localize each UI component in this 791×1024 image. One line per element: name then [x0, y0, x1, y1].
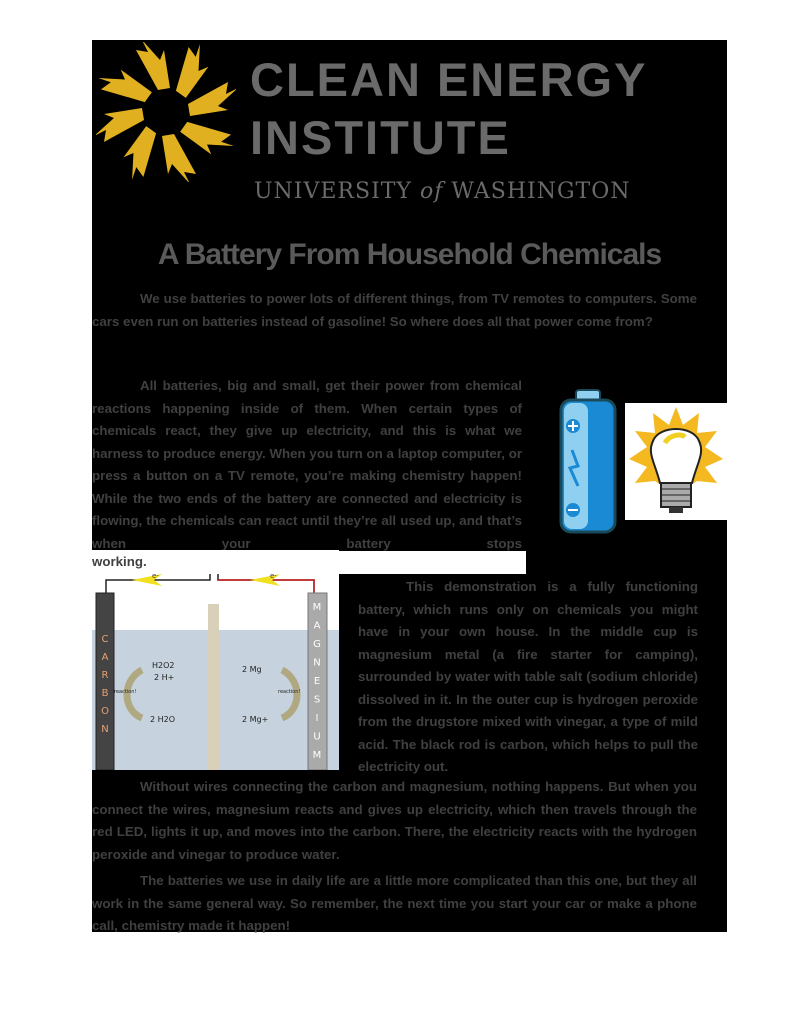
page-title: A Battery From Household Chemicals [157, 238, 662, 271]
magnesium-letter: I [316, 713, 319, 724]
carbon-letter: B [102, 688, 109, 699]
carbon-letter: C [102, 634, 109, 645]
university-word: UNIVERSITY [254, 179, 412, 204]
clean-energy-sunburst-logo [96, 42, 236, 182]
label-h2o2: H2O2 [152, 661, 175, 670]
paragraph-how-batteries-work: All batteries, big and small, get their … [92, 378, 522, 551]
label-reaction-right: reaction! [278, 689, 300, 695]
paragraph-intro: We use batteries to power lots of differ… [92, 291, 697, 329]
paragraph-conclusion: The batteries we use in daily life are a… [92, 873, 697, 933]
carbon-letter: O [101, 706, 109, 717]
paragraph-wires: Without wires connecting the carbon and … [92, 779, 697, 862]
university-name: UNIVERSITY of WASHINGTON [254, 179, 630, 204]
washington-word: WASHINGTON [451, 179, 631, 204]
carbon-rod [95, 592, 115, 770]
paragraph-demonstration: This demonstration is a fully functionin… [358, 579, 698, 774]
label-reaction-left: reaction! [114, 689, 136, 695]
electron-arrow-right [250, 574, 280, 586]
magnesium-letter: M [313, 602, 322, 613]
org-name-line1: CLEAN ENERGY [250, 53, 648, 106]
of-word: of [419, 179, 444, 204]
org-name-line2: INSTITUTE [250, 111, 511, 164]
carbon-letter: N [101, 724, 108, 735]
page: CLEAN ENERGY INSTITUTE UNIVERSITY of WAS… [92, 40, 727, 933]
magnesium-letter: G [313, 639, 321, 650]
battery-illustration [559, 389, 617, 534]
carbon-letter: R [102, 670, 109, 681]
paragraph-how-batteries-work-end: working. [92, 551, 526, 574]
electron-arrow-left [132, 574, 162, 586]
magnesium-rod [307, 592, 328, 770]
magnesium-letter: M [313, 750, 322, 761]
label-2mg-plus: 2 Mg+ [242, 715, 268, 724]
label-2h: 2 H+ [154, 673, 174, 682]
magnesium-letter: A [314, 621, 321, 632]
light-bulb-illustration [625, 403, 727, 520]
magnesium-letter: E [314, 676, 320, 687]
carbon-letter: A [102, 652, 109, 663]
electron-label-right: e- [270, 572, 277, 580]
magnesium-letter: U [313, 732, 320, 743]
magnesium-letter: S [314, 695, 320, 706]
magnesium-letter: N [313, 658, 320, 669]
label-2h2o: 2 H2O [150, 715, 175, 724]
electron-label-left: e- [152, 572, 159, 580]
label-2mg: 2 Mg [242, 665, 262, 674]
